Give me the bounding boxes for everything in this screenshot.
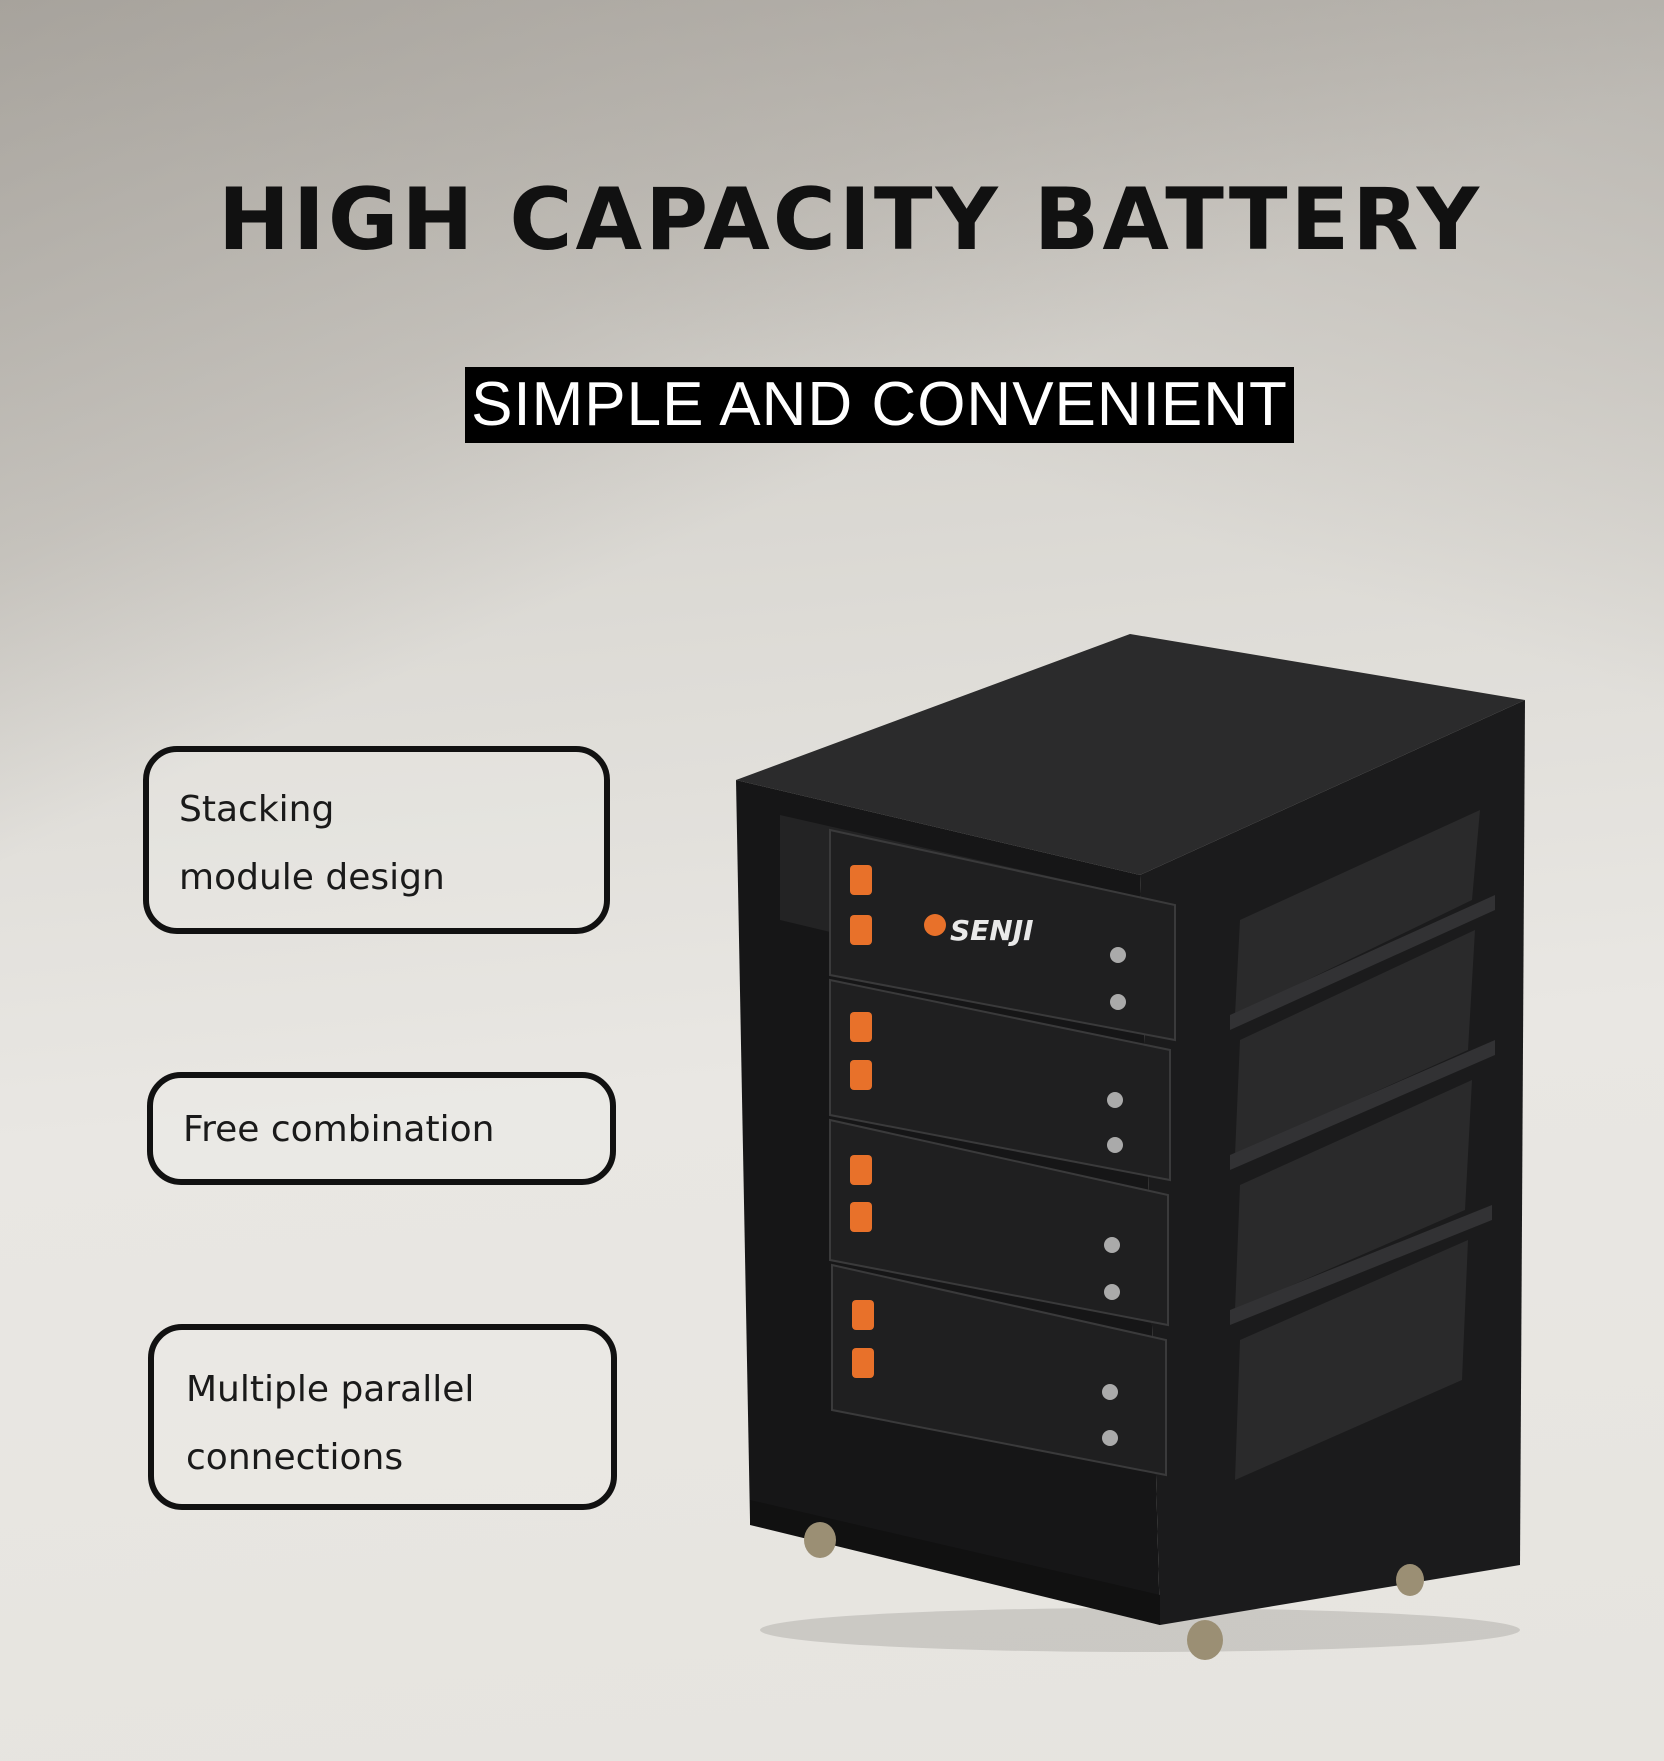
port-icon	[1107, 1092, 1123, 1108]
battery-module: SENJI	[829, 828, 1176, 1042]
port-icon	[1104, 1237, 1120, 1253]
svg-text:SENJI: SENJI	[950, 914, 1034, 947]
feature-box-combination: Free combination	[147, 1072, 616, 1185]
terminal-icon	[850, 1060, 872, 1090]
battery-module	[829, 1118, 1169, 1327]
terminal-icon	[850, 865, 872, 895]
feature-line: module design	[179, 857, 445, 898]
battery-rack-image: SENJI	[736, 634, 1525, 1660]
port-icon	[1107, 1137, 1123, 1153]
floor-shadow	[760, 1608, 1520, 1652]
feature-line: Free combination	[183, 1109, 495, 1150]
side-openings	[1235, 810, 1480, 1480]
side-rails	[1230, 895, 1495, 1325]
battery-module	[829, 978, 1171, 1182]
feature-text: Multiple parallel connections	[186, 1356, 474, 1492]
feature-text: Stacking module design	[179, 776, 445, 912]
terminal-icon	[850, 1202, 872, 1232]
battery-modules: SENJI	[829, 828, 1176, 1477]
feature-line: connections	[186, 1437, 404, 1478]
terminal-icon	[852, 1348, 874, 1378]
senji-logo-icon	[924, 914, 946, 936]
page-title: HIGH CAPACITY BATTERY	[217, 170, 1483, 270]
subtitle-banner: SIMPLE AND CONVENIENT	[465, 367, 1294, 443]
terminal-icon	[850, 1155, 872, 1185]
port-icon	[1102, 1384, 1118, 1400]
terminal-icon	[850, 915, 872, 945]
port-icon	[1104, 1284, 1120, 1300]
feature-box-parallel: Multiple parallel connections	[148, 1324, 617, 1510]
feature-text: Free combination	[183, 1096, 494, 1164]
rack-base	[750, 1500, 1160, 1625]
battery-module	[831, 1263, 1167, 1477]
feature-line: Stacking	[179, 789, 335, 830]
terminal-icon	[850, 1012, 872, 1042]
feature-box-stacking: Stacking module design	[143, 746, 610, 934]
caster-wheels	[804, 1522, 1424, 1660]
rack-top	[736, 634, 1525, 875]
terminal-icon	[852, 1300, 874, 1330]
port-icon	[1110, 994, 1126, 1010]
port-icon	[1102, 1430, 1118, 1446]
port-icon	[1110, 947, 1126, 963]
feature-line: Multiple parallel	[186, 1369, 475, 1410]
